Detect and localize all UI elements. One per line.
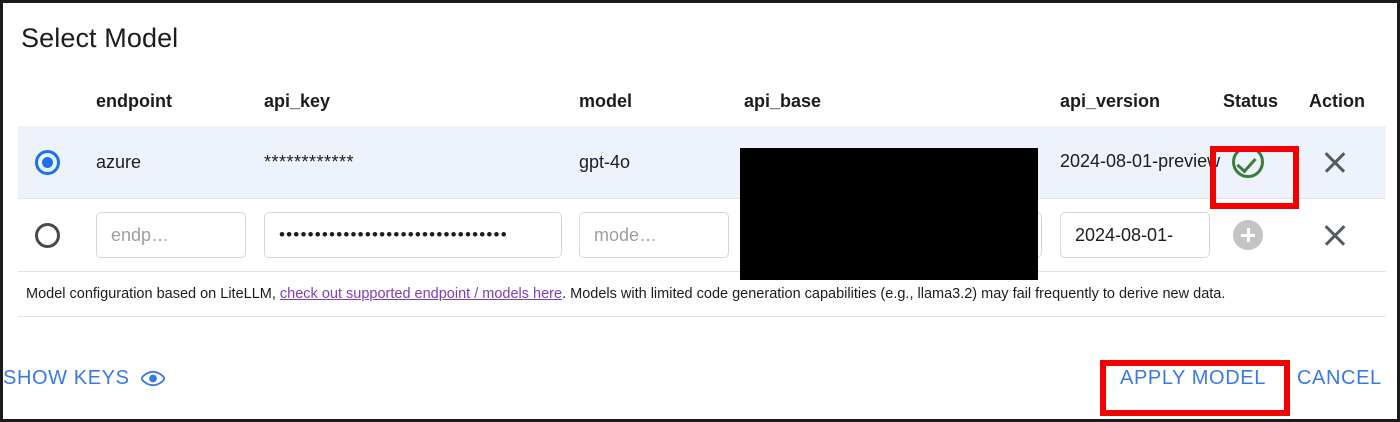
cell-api-version: 2024-08-01-preview — [1060, 126, 1223, 199]
column-header-api-key: api_key — [264, 91, 331, 111]
config-note: Model configuration based on LiteLLM, ch… — [18, 271, 1386, 317]
row-select-cell[interactable] — [18, 198, 96, 272]
page-title: Select Model — [21, 23, 179, 53]
cell-endpoint: azure — [96, 126, 264, 199]
column-header-api-base: api_base — [744, 91, 822, 111]
row-select-cell[interactable] — [18, 126, 96, 199]
cell-model: gpt-4o — [579, 126, 744, 199]
table-row[interactable]: azure ************ gpt-4o 2024-08-01-pre… — [18, 126, 1386, 199]
note-suffix: . Models with limited code generation ca… — [562, 286, 1226, 302]
radio-button-row-2[interactable] — [34, 222, 60, 248]
plus-circle-icon[interactable] — [1233, 220, 1263, 250]
cancel-button[interactable]: CANCEL — [1297, 367, 1382, 389]
column-header-model: model — [579, 91, 633, 111]
model-input[interactable] — [579, 212, 729, 258]
api-version-input[interactable] — [1060, 212, 1210, 258]
check-circle-icon — [1232, 146, 1264, 178]
cell-status — [1223, 126, 1309, 199]
close-icon[interactable] — [1321, 148, 1349, 176]
radio-button-row-1[interactable] — [34, 149, 60, 175]
dialog-footer: SHOW KEYS APPLY MODEL CANCEL — [3, 341, 1397, 419]
show-keys-label: SHOW KEYS — [3, 367, 130, 389]
cell-action[interactable] — [1309, 198, 1386, 272]
cell-action[interactable] — [1309, 126, 1386, 199]
eye-icon — [140, 371, 165, 386]
note-prefix: Model configuration based on LiteLLM, — [26, 286, 280, 302]
endpoint-input[interactable] — [96, 212, 246, 258]
apply-model-button[interactable]: APPLY MODEL — [1120, 367, 1266, 389]
column-header-select — [18, 91, 96, 126]
show-keys-button[interactable]: SHOW KEYS — [3, 367, 165, 390]
column-header-endpoint: endpoint — [96, 91, 172, 111]
supported-models-link[interactable]: check out supported endpoint / models he… — [279, 286, 563, 302]
cell-api-key: ************ — [264, 126, 579, 199]
api-key-input[interactable] — [264, 212, 562, 258]
api-base-redaction-box — [740, 148, 1038, 280]
column-header-action: Action — [1309, 91, 1365, 111]
column-header-api-version: api_version — [1060, 91, 1161, 111]
model-config-table: endpoint api_key model api_base api_vers… — [18, 91, 1386, 317]
table-row[interactable] — [18, 198, 1386, 272]
cell-status[interactable] — [1223, 198, 1309, 272]
close-icon[interactable] — [1321, 221, 1349, 249]
column-header-status: Status — [1223, 91, 1279, 111]
table-header-row: endpoint api_key model api_base api_vers… — [18, 91, 1386, 126]
table-note-row: Model configuration based on LiteLLM, ch… — [18, 271, 1386, 317]
